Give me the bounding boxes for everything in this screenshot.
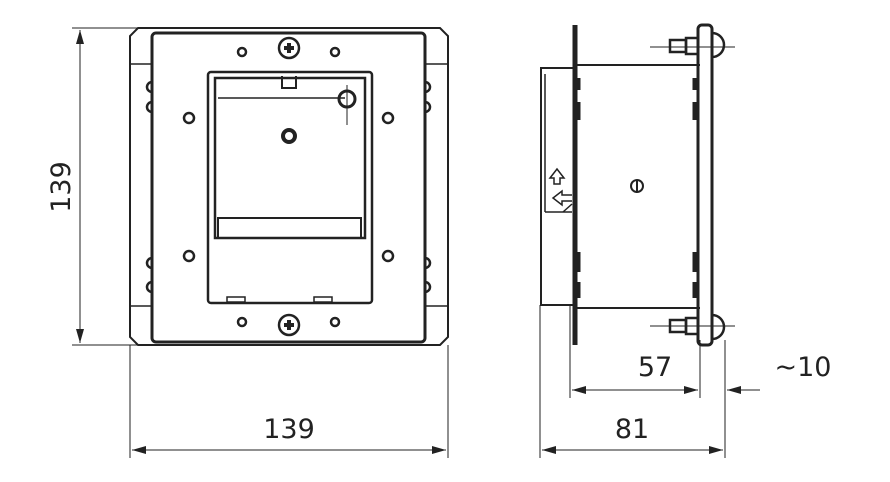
dim-plate-offset: ~10 bbox=[775, 352, 832, 383]
phillips-screw-bottom-icon bbox=[277, 313, 301, 337]
dim-front-height: 139 bbox=[46, 161, 77, 213]
mounting-plate bbox=[150, 31, 427, 344]
front-cover bbox=[540, 67, 576, 306]
dim-body-depth: 57 bbox=[638, 352, 672, 383]
lower-bar bbox=[217, 217, 362, 239]
dimension-lines bbox=[72, 27, 760, 458]
arrow-up-icon bbox=[548, 167, 566, 185]
window-opening bbox=[206, 70, 374, 305]
side-screw-icon bbox=[630, 179, 644, 193]
mounting-holes bbox=[145, 46, 432, 328]
phillips-screw-top-icon bbox=[277, 36, 301, 60]
side-view bbox=[540, 23, 735, 347]
dim-total-depth: 81 bbox=[615, 414, 649, 445]
center-hole bbox=[281, 128, 297, 144]
inner-recess bbox=[213, 76, 367, 240]
arrow-left-icon bbox=[551, 189, 572, 207]
back-plate bbox=[696, 23, 714, 347]
dim-front-width: 139 bbox=[263, 414, 315, 445]
front-view bbox=[129, 27, 449, 346]
outer-frame bbox=[129, 27, 449, 346]
